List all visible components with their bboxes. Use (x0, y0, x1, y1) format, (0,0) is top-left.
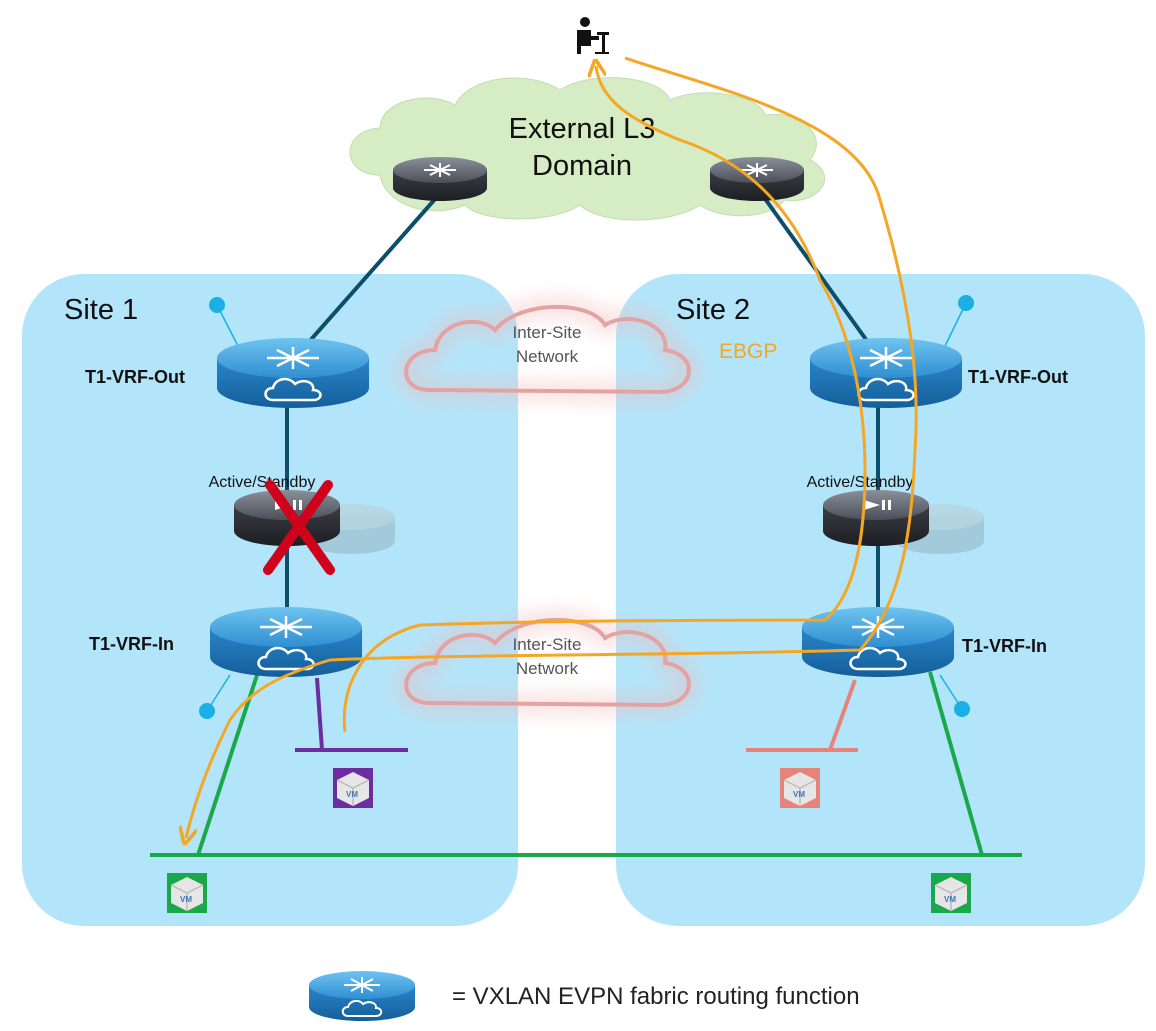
site1-area (22, 274, 518, 926)
inter-site-cloud-top (398, 298, 697, 401)
endpoint-dots (199, 295, 974, 719)
vm-purple: VM (333, 768, 373, 808)
l2-segments (150, 671, 1022, 857)
vm-green-site2: VM (931, 873, 971, 913)
inter-site-top-line2: Network (516, 347, 579, 366)
external-domain-line1: External L3 (509, 113, 656, 145)
router-site2-vrf-out (810, 338, 962, 408)
site2-label: Site 2 (676, 294, 750, 326)
inter-site-cloud-bottom (398, 611, 697, 714)
vm-green-site1: VM (167, 873, 207, 913)
inter-site-top-line1: Inter-Site (513, 323, 582, 342)
site1-label: Site 1 (64, 294, 138, 326)
external-router-right (710, 157, 804, 201)
service-node-site2 (823, 490, 984, 554)
external-domain-line2: Domain (532, 150, 632, 182)
site2-ha-label: Active/Standby (807, 474, 914, 491)
legend-router-icon (309, 971, 415, 1021)
site1-ha-label: Active/Standby (209, 474, 316, 491)
failure-x-icon (263, 480, 335, 575)
router-site1-vrf-in (210, 607, 362, 677)
router-site2-vrf-in (802, 607, 954, 677)
site1-vrf-in-label: T1-VRF-In (89, 634, 174, 654)
router-site1-vrf-out (217, 338, 369, 408)
ebgp-label: EBGP (719, 340, 777, 363)
site2-vrf-in-label: T1-VRF-In (962, 636, 1047, 656)
external-router-left (393, 157, 487, 201)
svg-text:VM: VM (944, 895, 956, 904)
user-workstation-icon (577, 17, 609, 54)
svg-text:VM: VM (793, 790, 805, 799)
site2-area (616, 274, 1145, 926)
svg-text:VM: VM (180, 895, 192, 904)
site2-vrf-out-label: T1-VRF-Out (968, 367, 1068, 387)
inter-site-bottom-line1: Inter-Site (513, 635, 582, 654)
site1-vrf-out-label: T1-VRF-Out (85, 367, 185, 387)
vm-salmon: VM (780, 768, 820, 808)
traffic-paths (186, 56, 918, 838)
legend-text: = VXLAN EVPN fabric routing function (452, 983, 860, 1010)
inter-site-bottom-line2: Network (516, 659, 579, 678)
svg-text:VM: VM (346, 790, 358, 799)
